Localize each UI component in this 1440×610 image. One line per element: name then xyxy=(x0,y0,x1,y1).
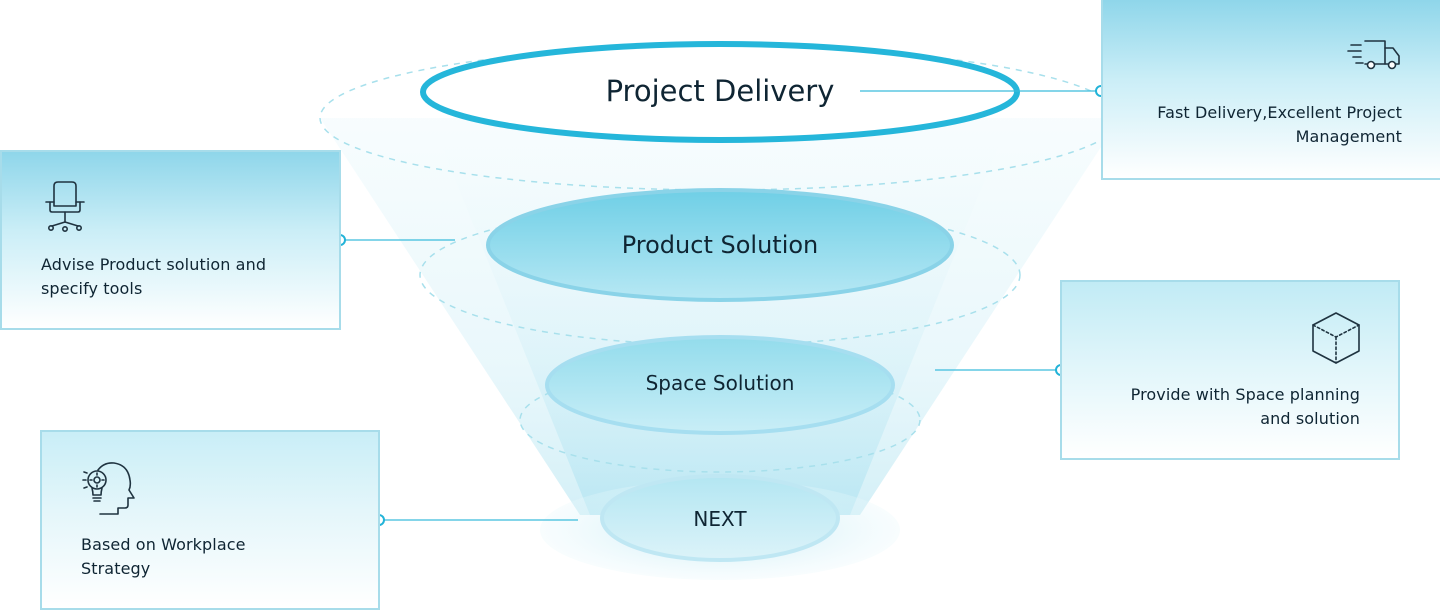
info-card-delivery: Fast Delivery,Excellent Project Manageme… xyxy=(1101,0,1440,180)
office-chair-icon xyxy=(40,180,90,234)
level-disc-product-solution xyxy=(486,188,954,302)
card-text-line: Fast Delivery,Excellent Project xyxy=(1157,103,1402,122)
card-text-line: and solution xyxy=(1260,409,1360,428)
dashed-ring-lower xyxy=(519,367,921,473)
level-disc-project-delivery xyxy=(420,41,1020,143)
card-text-line: Strategy xyxy=(81,559,151,578)
card-text-line: Based on Workplace xyxy=(81,535,246,554)
card-text-line: Provide with Space planning xyxy=(1130,385,1360,404)
card-description: Provide with Space planning and solution xyxy=(1131,383,1360,431)
info-card-product: Advise Product solution and specify tool… xyxy=(0,150,341,330)
level-label-project-delivery: Project Delivery xyxy=(606,74,835,108)
cube-icon xyxy=(1310,310,1362,366)
card-text-line: specify tools xyxy=(41,279,143,298)
card-description: Advise Product solution and specify tool… xyxy=(41,253,266,301)
level-disc-space-solution xyxy=(545,335,895,435)
info-card-space: Provide with Space planning and solution xyxy=(1060,280,1400,460)
level-label-next: NEXT xyxy=(693,507,747,531)
delivery-truck-icon xyxy=(1347,36,1403,72)
info-card-workplace: Based on Workplace Strategy xyxy=(40,430,380,610)
funnel-cone-inner xyxy=(420,92,1020,515)
level-label-space-solution: Space Solution xyxy=(646,371,795,395)
dashed-ring-middle xyxy=(419,204,1021,346)
level-label-product-solution: Product Solution xyxy=(622,231,819,259)
card-description: Based on Workplace Strategy xyxy=(81,533,246,581)
level-disc-next xyxy=(600,474,840,562)
card-text-line: Management xyxy=(1295,127,1402,146)
card-text-line: Advise Product solution and xyxy=(41,255,267,274)
card-description: Fast Delivery,Excellent Project Manageme… xyxy=(1157,101,1402,149)
head-lightbulb-icon xyxy=(80,460,136,516)
